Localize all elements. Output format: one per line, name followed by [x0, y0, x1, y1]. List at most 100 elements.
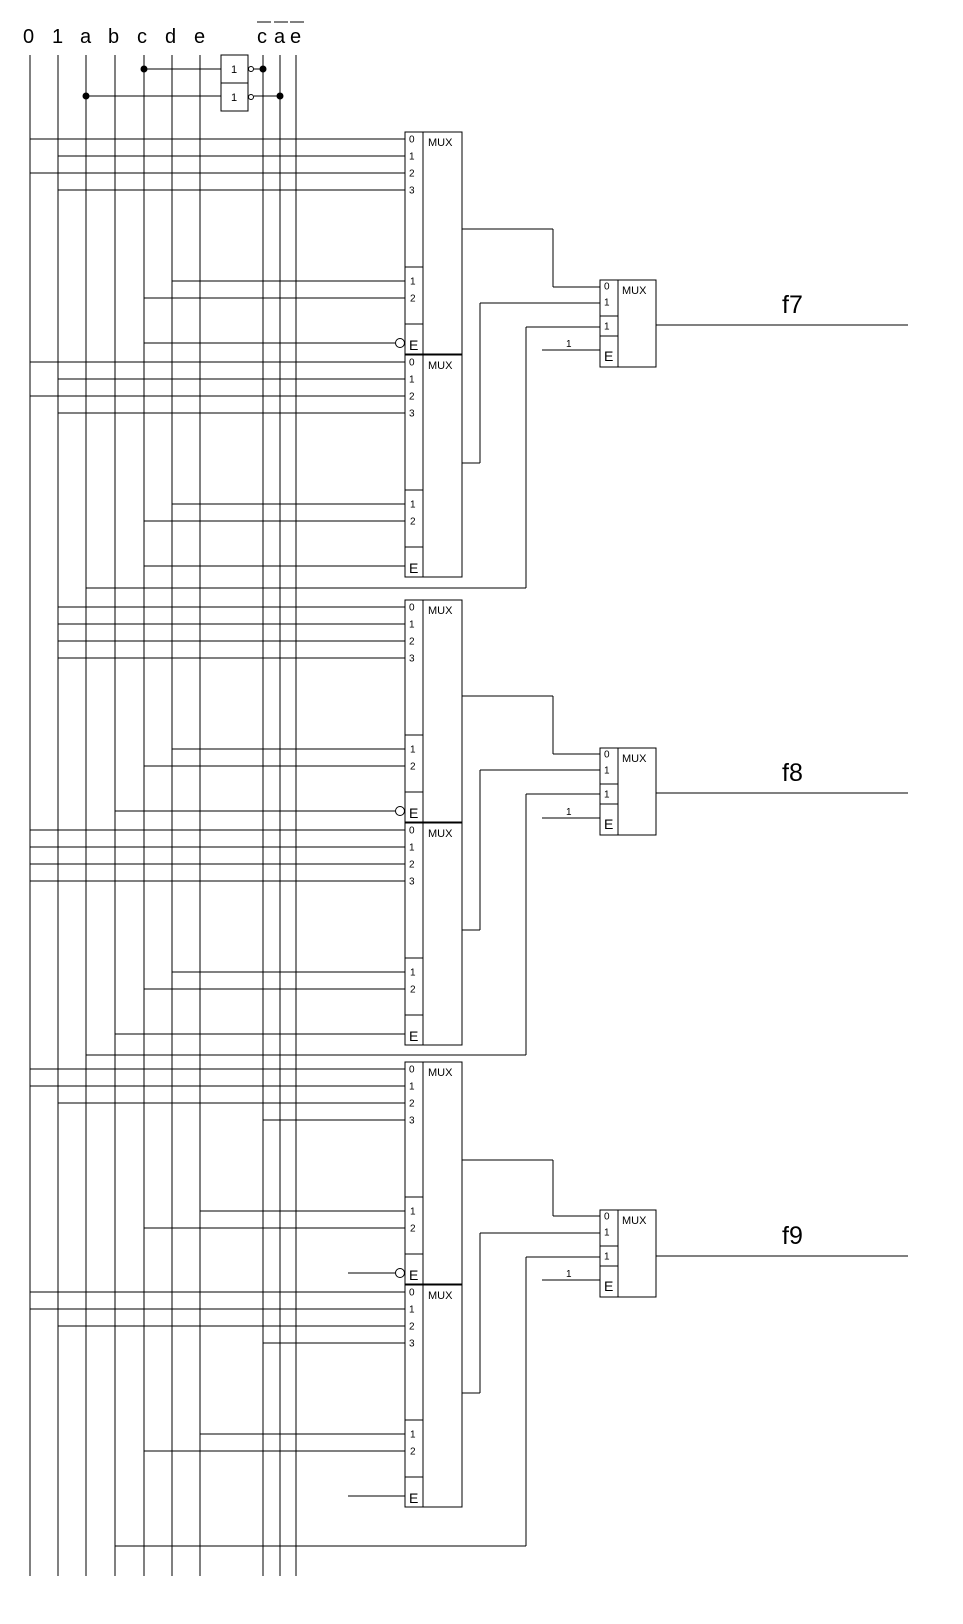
- enable-pin-label: E: [409, 1028, 418, 1044]
- data-pin-label: 3: [409, 877, 415, 888]
- select-pin-label: 1: [410, 1207, 416, 1218]
- select-pin-label: 2: [410, 294, 416, 305]
- mux-title: MUX: [622, 753, 647, 765]
- select-pin-label: 2: [410, 1224, 416, 1235]
- data-pin-label: 2: [409, 392, 415, 403]
- enable-pin-label: E: [604, 816, 613, 832]
- output-labels: f7 f8 f9: [782, 291, 803, 1250]
- enable-pin-label: E: [409, 1267, 418, 1283]
- inverter-label: 1: [231, 92, 237, 104]
- data-pin-label: 1: [604, 1228, 610, 1239]
- mux-box: [404, 822, 463, 1046]
- enable-inversion-bubble: [395, 1268, 405, 1278]
- constant-label: 1: [566, 339, 572, 350]
- select-pin-label: 1: [410, 500, 416, 511]
- vertical-buses: [29, 55, 297, 1576]
- data-pin-label: 3: [409, 654, 415, 665]
- bus-label-b: b: [108, 26, 119, 48]
- multiplexer-layer: MUX012312EMUX012312EMUX011E1MUX012312EMU…: [30, 131, 908, 1547]
- data-pin-label: 1: [409, 620, 415, 631]
- data-pin-label: 2: [409, 1099, 415, 1110]
- output-label-f9: f9: [782, 1222, 803, 1250]
- mux-box: [404, 1284, 463, 1508]
- mux-title: MUX: [622, 1215, 647, 1227]
- data-pin-label: 0: [604, 750, 610, 761]
- bus-label-a: a: [80, 26, 92, 48]
- enable-inversion-bubble: [395, 806, 405, 816]
- mux-title: MUX: [622, 285, 647, 297]
- bus-label-not-a: a: [274, 26, 286, 48]
- mux-box: [404, 354, 463, 578]
- bus-label-e: e: [194, 26, 205, 48]
- mux-title: MUX: [428, 828, 453, 840]
- mux-box: [599, 747, 657, 836]
- data-pin-label: 1: [604, 766, 610, 777]
- input-bus-labels: 0 1 a b c d e c a e: [23, 21, 304, 48]
- data-pin-label: 3: [409, 1339, 415, 1350]
- junction-dot: [140, 65, 148, 73]
- inverter-a: 1: [82, 82, 284, 112]
- junction-dot: [82, 92, 90, 100]
- data-pin-label: 0: [409, 135, 415, 146]
- enable-pin-label: E: [409, 560, 418, 576]
- data-pin-label: 1: [409, 1082, 415, 1093]
- enable-inversion-bubble: [395, 338, 405, 348]
- enable-pin-label: E: [604, 348, 613, 364]
- data-pin-label: 0: [604, 282, 610, 293]
- data-pin-label: 1: [604, 298, 610, 309]
- bus-label-c: c: [137, 26, 147, 48]
- data-pin-label: 0: [409, 1288, 415, 1299]
- select-pin-label: 1: [410, 277, 416, 288]
- data-pin-label: 0: [409, 603, 415, 614]
- inverter-bubble: [248, 66, 254, 72]
- enable-pin-label: E: [409, 337, 418, 353]
- bus-label-not-e: e: [290, 26, 301, 48]
- data-pin-label: 0: [604, 1212, 610, 1223]
- data-pin-label: 0: [409, 1065, 415, 1076]
- bus-label-not-c: c: [257, 26, 267, 48]
- enable-pin-label: E: [409, 1490, 418, 1506]
- bus-label-0: 0: [23, 26, 34, 48]
- junction-dot: [259, 65, 267, 73]
- data-pin-label: 0: [409, 358, 415, 369]
- data-pin-label: 3: [409, 186, 415, 197]
- mux-box: [404, 1061, 463, 1285]
- select-pin-label: 1: [410, 1430, 416, 1441]
- data-pin-label: 2: [409, 1322, 415, 1333]
- output-label-f8: f8: [782, 759, 803, 787]
- constant-label: 1: [566, 1269, 572, 1280]
- bus-label-1: 1: [52, 26, 63, 48]
- select-pin-label: 1: [410, 745, 416, 756]
- mux-box: [599, 1209, 657, 1298]
- data-pin-label: 1: [604, 322, 610, 333]
- output-mux-f7: MUX 0 1 1E 1: [542, 279, 908, 368]
- mux-f9-upper: MUX 0 1 2 3 1 2E: [30, 1061, 463, 1285]
- data-pin-label: 1: [409, 152, 415, 163]
- mux-box: [404, 599, 463, 823]
- mux-box: [404, 131, 463, 355]
- inverter-bubble: [248, 94, 254, 100]
- data-pin-label: 1: [604, 1252, 610, 1263]
- mux-box: [599, 279, 657, 368]
- data-pin-label: 3: [409, 1116, 415, 1127]
- data-pin-label: 2: [409, 860, 415, 871]
- select-pin-label: 1: [410, 968, 416, 979]
- mux-title: MUX: [428, 1290, 453, 1302]
- enable-pin-label: E: [409, 805, 418, 821]
- data-pin-label: 3: [409, 409, 415, 420]
- select-pin-label: 2: [410, 762, 416, 773]
- mux-title: MUX: [428, 1067, 453, 1079]
- mux-title: MUX: [428, 605, 453, 617]
- mux-title: MUX: [428, 137, 453, 149]
- inverter-c: 1: [140, 54, 267, 84]
- inverter-label: 1: [231, 64, 237, 76]
- data-pin-label: 1: [409, 375, 415, 386]
- data-pin-label: 1: [604, 790, 610, 801]
